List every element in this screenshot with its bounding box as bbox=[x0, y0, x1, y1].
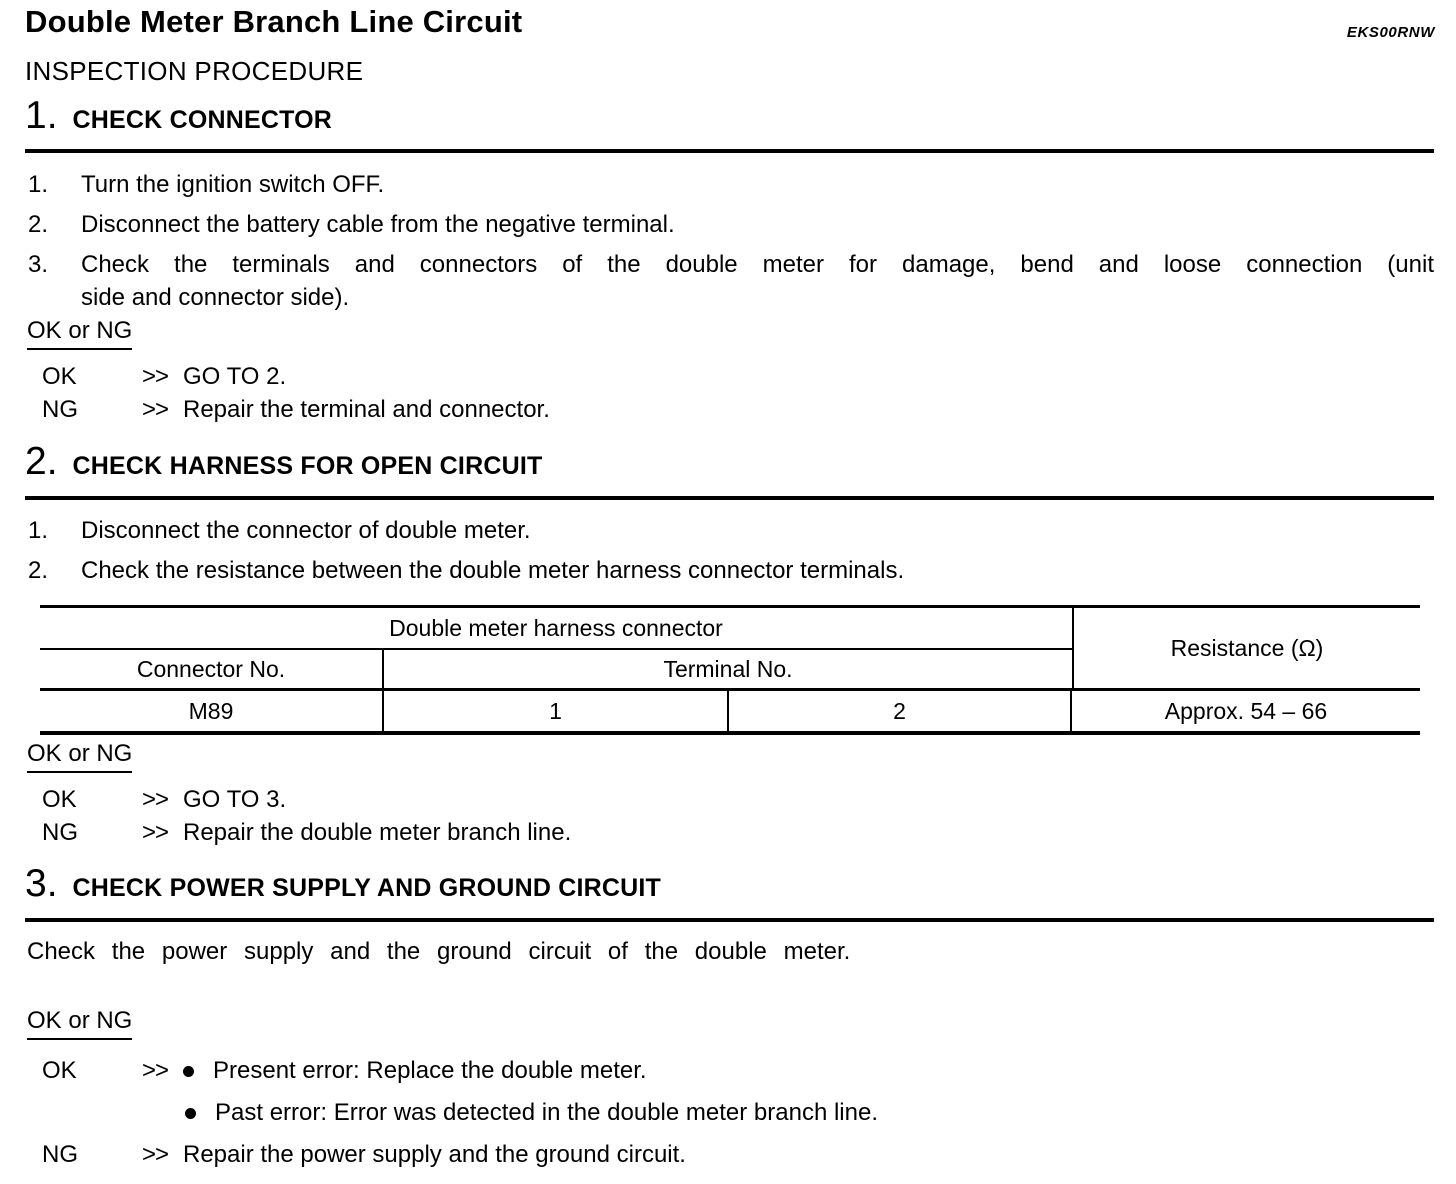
section-2-title: CHECK HARNESS FOR OPEN CIRCUIT bbox=[72, 452, 543, 480]
step-text-line-1: Check the terminals and connectors of th… bbox=[81, 251, 1434, 278]
result-text: Past error: Error was detected in the do… bbox=[215, 1099, 878, 1126]
step-item: 2. Disconnect the battery cable from the… bbox=[28, 208, 1434, 241]
result-row-ng: NG >> Repair the double meter branch lin… bbox=[27, 816, 1434, 849]
step-number: 3. bbox=[28, 251, 49, 278]
procedure-subtitle: INSPECTION PROCEDURE bbox=[25, 56, 364, 86]
table-connector-no-header: Connector No. bbox=[40, 650, 384, 691]
section-1-steps: 1. Turn the ignition switch OFF. 2. Disc… bbox=[28, 168, 1434, 321]
step-number: 1. bbox=[28, 517, 49, 544]
result-text: GO TO 2. bbox=[183, 362, 287, 390]
table-group-header: Double meter harness connector bbox=[40, 608, 1072, 650]
result-row-ok: OK >> Present error: Replace the double … bbox=[27, 1050, 1434, 1092]
result-label: OK bbox=[42, 362, 77, 390]
section-3-body: Check the power supply and the ground ci… bbox=[27, 938, 851, 965]
result-row-ok-continued: Past error: Error was detected in the do… bbox=[27, 1092, 1434, 1134]
table-cell-terminal-2: 2 bbox=[729, 691, 1072, 731]
okng-label: OK or NG bbox=[27, 741, 133, 773]
step-number: 1. bbox=[28, 171, 49, 198]
section-2-divider bbox=[25, 496, 1434, 500]
section-2-okng: OK or NG OK >> GO TO 3. NG >> Repair the… bbox=[27, 741, 1434, 849]
section-3-number: 3. bbox=[25, 862, 58, 905]
bullet-icon bbox=[183, 1065, 194, 1077]
table-cell-resistance: Approx. 54 – 66 bbox=[1164, 697, 1328, 724]
step-number: 2. bbox=[28, 557, 49, 584]
resistance-table: Double meter harness connector Resistanc… bbox=[40, 605, 1420, 735]
step-text: Check the resistance between the double … bbox=[81, 557, 905, 584]
page-title: Double Meter Branch Line Circuit bbox=[25, 4, 523, 39]
section-2-steps: 1. Disconnect the connector of double me… bbox=[28, 514, 1434, 594]
table-terminal-no-header: Terminal No. bbox=[384, 650, 1072, 691]
step-number: 2. bbox=[28, 211, 49, 238]
section-1-divider bbox=[25, 149, 1434, 153]
result-label: NG bbox=[42, 1141, 78, 1168]
okng-label: OK or NG bbox=[27, 1008, 133, 1040]
result-text: Repair the power supply and the ground c… bbox=[183, 1141, 686, 1168]
result-arrow: >> bbox=[142, 395, 169, 423]
okng-results: OK >> Present error: Replace the double … bbox=[27, 1050, 1434, 1176]
result-arrow: >> bbox=[142, 1057, 169, 1084]
result-row-ng: NG >> Repair the power supply and the gr… bbox=[27, 1134, 1434, 1176]
result-row-ok: OK >> GO TO 2. bbox=[27, 360, 1434, 393]
step-item: 3. Check the terminals and connectors of… bbox=[28, 248, 1434, 314]
section-3-title: CHECK POWER SUPPLY AND GROUND CIRCUIT bbox=[72, 874, 661, 902]
okng-label: OK or NG bbox=[27, 318, 133, 350]
result-arrow: >> bbox=[142, 818, 169, 846]
section-1-title: CHECK CONNECTOR bbox=[72, 106, 333, 134]
section-3-heading: 3. CHECK POWER SUPPLY AND GROUND CIRCUIT bbox=[25, 862, 661, 906]
section-3-divider bbox=[25, 918, 1434, 922]
okng-results: OK >> GO TO 3. NG >> Repair the double m… bbox=[27, 783, 1434, 849]
section-2-heading: 2. CHECK HARNESS FOR OPEN CIRCUIT bbox=[25, 440, 542, 484]
step-text: Check the terminals and connectors of th… bbox=[81, 248, 1434, 314]
result-arrow: >> bbox=[142, 362, 169, 390]
step-text: Turn the ignition switch OFF. bbox=[81, 171, 385, 198]
section-1-heading: 1. CHECK CONNECTOR bbox=[25, 94, 332, 138]
table-cell-terminal-1: 1 bbox=[384, 691, 729, 731]
step-text: Disconnect the connector of double meter… bbox=[81, 517, 531, 544]
section-1-number: 1. bbox=[25, 94, 58, 137]
section-3-okng: OK or NG OK >> Present error: Replace th… bbox=[27, 1008, 1434, 1176]
step-item: 2. Check the resistance between the doub… bbox=[28, 554, 1434, 587]
table-resistance-header: Resistance (Ω) bbox=[1072, 608, 1420, 691]
table-cell-connector: M89 bbox=[40, 691, 384, 731]
result-label: NG bbox=[42, 818, 78, 846]
result-row-ng: NG >> Repair the terminal and connector. bbox=[27, 393, 1434, 426]
result-text: Repair the double meter branch line. bbox=[183, 818, 572, 846]
section-1-okng: OK or NG OK >> GO TO 2. NG >> Repair the… bbox=[27, 318, 1434, 426]
step-item: 1. Disconnect the connector of double me… bbox=[28, 514, 1434, 547]
result-label: NG bbox=[42, 395, 78, 423]
okng-results: OK >> GO TO 2. NG >> Repair the terminal… bbox=[27, 360, 1434, 426]
result-row-ok: OK >> GO TO 3. bbox=[27, 783, 1434, 816]
result-text: Present error: Replace the double meter. bbox=[213, 1057, 647, 1084]
result-label: OK bbox=[42, 1057, 77, 1084]
step-text-line-2: side and connector side). bbox=[81, 284, 350, 311]
section-2-number: 2. bbox=[25, 440, 58, 483]
result-arrow: >> bbox=[142, 1141, 169, 1168]
bullet-icon bbox=[185, 1107, 196, 1119]
result-arrow: >> bbox=[142, 785, 169, 813]
result-label: OK bbox=[42, 785, 77, 813]
document-code: EKS00RNW bbox=[1346, 24, 1435, 41]
result-text: Repair the terminal and connector. bbox=[183, 395, 550, 423]
step-text: Disconnect the battery cable from the ne… bbox=[81, 211, 675, 238]
result-text: GO TO 3. bbox=[183, 785, 287, 813]
step-item: 1. Turn the ignition switch OFF. bbox=[28, 168, 1434, 201]
